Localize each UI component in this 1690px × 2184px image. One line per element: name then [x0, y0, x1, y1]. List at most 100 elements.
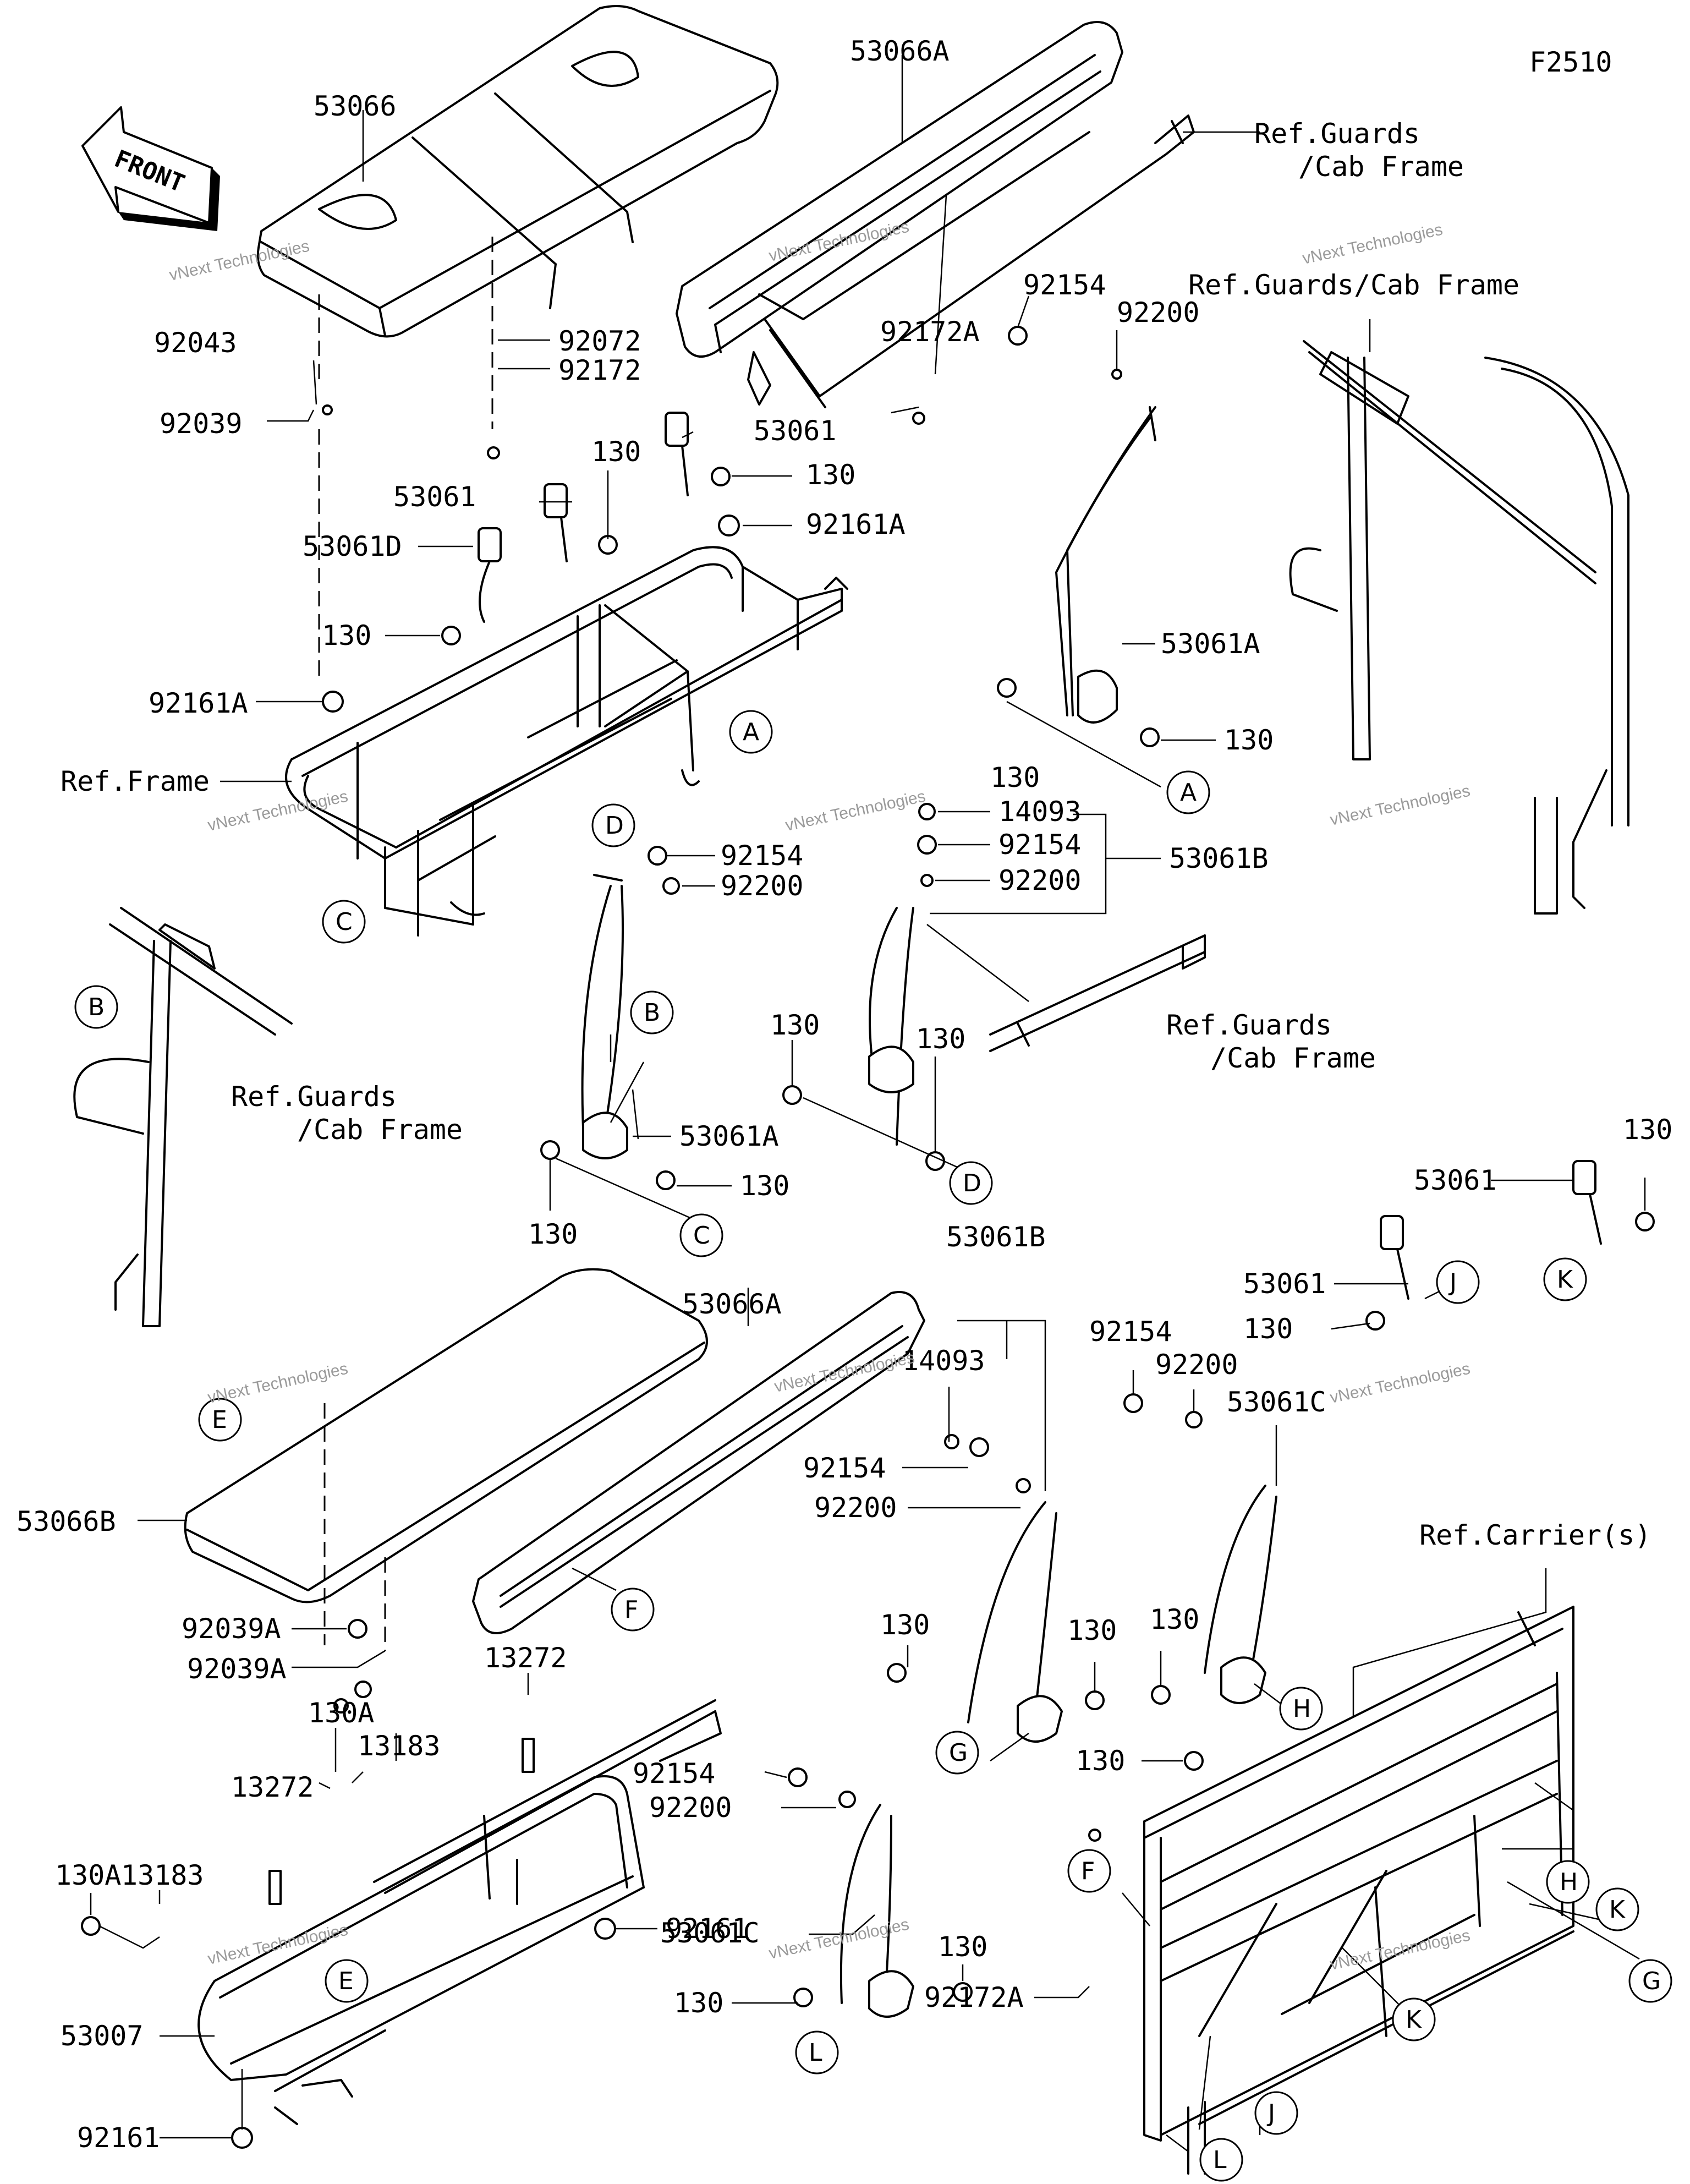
callout-H: H: [1279, 1687, 1323, 1731]
part-label-53061: 53061: [754, 415, 837, 447]
callout-E: E: [325, 1959, 369, 2003]
part-label-53066A: 53066A: [850, 35, 950, 67]
svg-text:G: G: [1642, 1967, 1661, 1995]
cab-crossbar-lower: [989, 934, 1206, 1052]
seat-frame-53007: [197, 1699, 722, 2125]
part-label-53061B: 53061B: [1169, 842, 1269, 874]
part-label-92172A: 92172A: [880, 316, 980, 348]
svg-text:D: D: [963, 1169, 981, 1197]
backrest-53066A-top: [676, 21, 1123, 358]
part-label-130: 130: [322, 620, 371, 652]
part-label-53061: 53061: [1243, 1268, 1326, 1300]
part-label-13272: 13272: [231, 1771, 314, 1803]
svg-text:K: K: [1406, 2006, 1422, 2034]
seat-belt-53061A-left: [581, 874, 628, 1159]
part-label-130: 130: [1623, 1114, 1672, 1146]
part-label-92161: 92161: [77, 2122, 160, 2154]
callout-E: E: [198, 1398, 242, 1442]
svg-text:H: H: [1560, 1868, 1578, 1896]
part-label-92043: 92043: [154, 327, 237, 359]
part-label-92154: 92154: [633, 1758, 716, 1789]
part-label-53066B: 53066B: [17, 1506, 116, 1537]
part-label-92200: 92200: [814, 1492, 897, 1524]
part-label-130: 130: [990, 762, 1040, 793]
part-label-92154: 92154: [721, 840, 804, 872]
callout-F: F: [611, 1588, 655, 1632]
svg-text:vNext Technologies: vNext Technologies: [206, 1921, 350, 1968]
part-label-13183: 13183: [358, 1730, 441, 1762]
part-label-92039A: 92039A: [182, 1613, 281, 1645]
part-label-130: 130: [1076, 1745, 1125, 1777]
part-label-53007: 53007: [61, 2020, 144, 2052]
part-label-92200: 92200: [649, 1792, 732, 1824]
callout-K: K: [1392, 1997, 1436, 2041]
reference-labels: Ref.Guards /Cab Frame Ref.Guards/Cab Fra…: [61, 118, 1651, 1551]
part-label-130: 130: [528, 1218, 578, 1250]
callout-L: L: [795, 2030, 839, 2074]
part-label-92154: 92154: [998, 829, 1082, 861]
part-label-92039: 92039: [160, 408, 243, 440]
part-label-92161A: 92161A: [806, 508, 906, 540]
part-label-14093: 14093: [902, 1345, 985, 1377]
svg-text:K: K: [1557, 1266, 1573, 1294]
part-label-53061: 53061: [393, 481, 476, 513]
callout-B: B: [74, 985, 118, 1029]
svg-text:L: L: [1213, 2146, 1227, 2174]
svg-text:vNext Technologies: vNext Technologies: [1329, 1360, 1472, 1407]
svg-text:H: H: [1293, 1695, 1311, 1723]
part-label-53066A: 53066A: [682, 1288, 782, 1320]
part-label-130: 130: [770, 1009, 820, 1041]
ref-carriers: Ref.Carrier(s): [1419, 1519, 1651, 1551]
part-label-13183: 13183: [121, 1859, 204, 1891]
part-label-92172: 92172: [558, 354, 641, 386]
part-label-130A: 130A: [308, 1697, 374, 1729]
svg-text:L: L: [809, 2039, 822, 2067]
part-label-92161: 92161: [666, 1913, 749, 1945]
part-label-130: 130: [938, 1931, 987, 1963]
svg-text:F: F: [1081, 1857, 1095, 1885]
leader-lines: [90, 55, 1646, 2152]
part-label-92154: 92154: [1023, 269, 1106, 301]
seat-frame: [285, 546, 848, 937]
part-label-13272: 13272: [484, 1642, 567, 1674]
svg-text:A: A: [1180, 779, 1197, 807]
ref-guards-cab-frame-1-line1: Ref.Guards: [1254, 118, 1420, 150]
svg-text:B: B: [644, 999, 660, 1027]
ref-frame: Ref.Frame: [61, 765, 210, 797]
carrier-frame: [1143, 1606, 1574, 2175]
buckle-53061: [478, 412, 1602, 1300]
callout-B: B: [630, 990, 674, 1034]
svg-text:C: C: [693, 1222, 710, 1250]
ref-guards-cab-frame-3-line1: Ref.Guards: [1166, 1009, 1332, 1041]
svg-text:C: C: [336, 908, 353, 936]
cab-frame-left: [73, 907, 293, 1327]
part-label-53061A: 53061A: [679, 1120, 779, 1152]
callout-C: C: [679, 1213, 723, 1257]
callout-A: A: [1166, 770, 1210, 814]
svg-text:G: G: [949, 1739, 968, 1767]
seat-belt-53061B-bottom: [967, 1501, 1063, 1743]
part-label-14093: 14093: [998, 796, 1082, 828]
ref-guards-cab-frame-1-line2: /Cab Frame: [1298, 151, 1464, 183]
part-label-53061A: 53061A: [1161, 628, 1260, 660]
part-label-130: 130: [880, 1609, 930, 1641]
part-label-92200: 92200: [1117, 297, 1200, 329]
figure-code: F2510: [1529, 46, 1612, 78]
part-label-130: 130: [740, 1170, 789, 1202]
part-label-53061B: 53061B: [946, 1221, 1046, 1253]
part-label-130: 130: [1150, 1603, 1199, 1635]
part-label-92200: 92200: [1155, 1349, 1238, 1381]
callout-A: A: [729, 710, 773, 754]
part-label-53061D: 53061D: [303, 530, 402, 562]
part-label-130: 130: [591, 436, 641, 468]
part-label-130: 130: [806, 459, 855, 491]
callout-G: G: [1628, 1959, 1672, 2003]
part-label-130: 130: [1224, 724, 1274, 756]
callout-J: J: [1254, 2091, 1298, 2135]
svg-text:J: J: [1448, 1268, 1457, 1296]
svg-text:A: A: [743, 718, 759, 746]
callout-circles: A A B B C C D D E E F F G G H H J J K K …: [74, 710, 1672, 2182]
part-label-130: 130: [1243, 1313, 1293, 1345]
part-number-labels: 53066 53066A 92043 92039 92072 92172 921…: [17, 35, 1672, 2154]
callout-F: F: [1067, 1849, 1111, 1893]
